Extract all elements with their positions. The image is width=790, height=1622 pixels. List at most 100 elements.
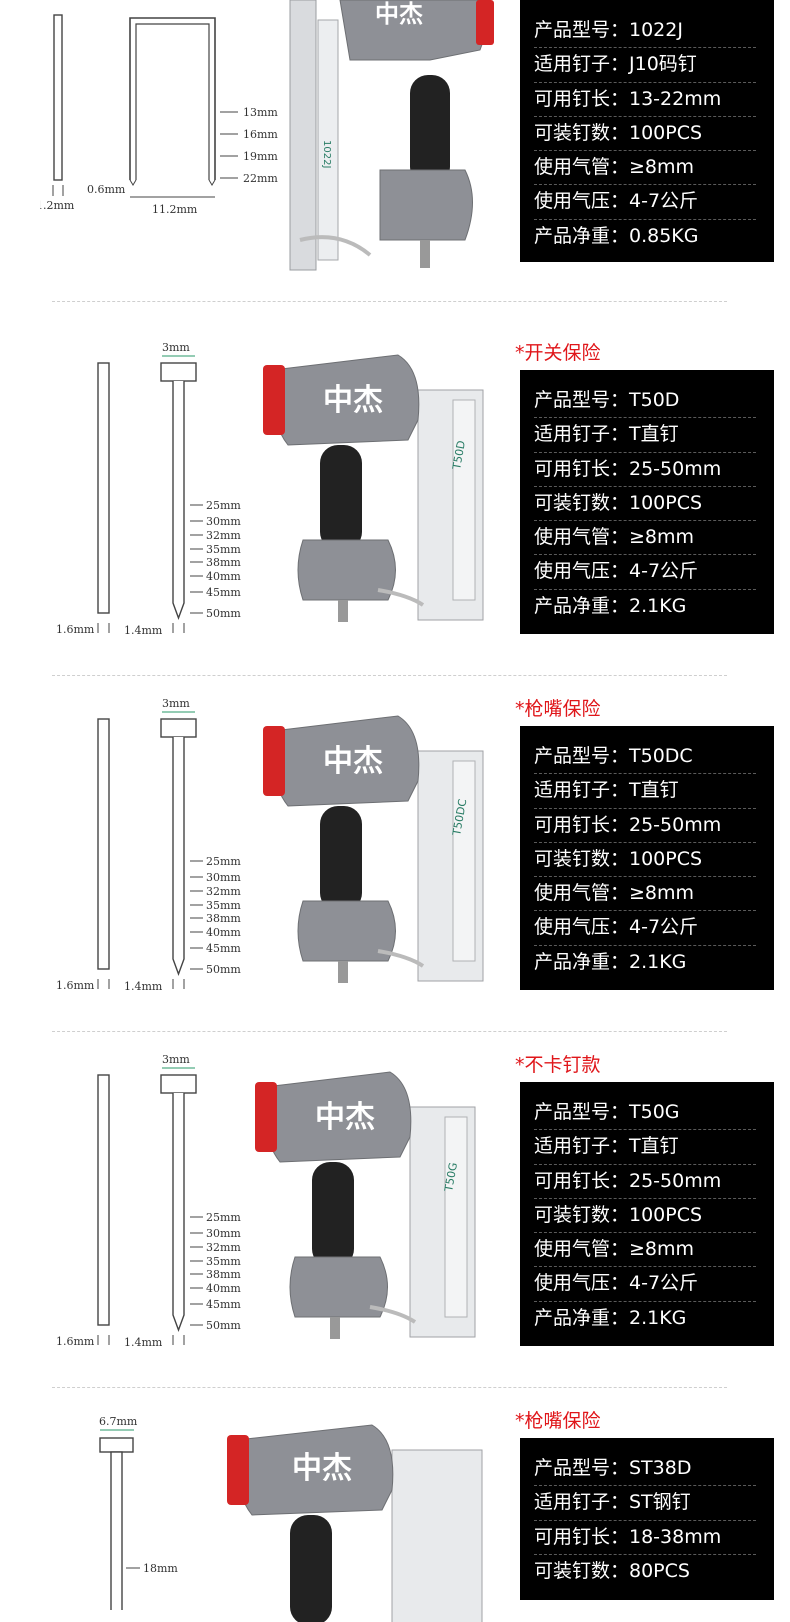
gun-model-marking: 1022J	[321, 140, 332, 168]
staple-length-13: 13mm	[243, 106, 278, 119]
length-32: 32mm	[206, 1241, 241, 1254]
nail-gun-image-t50g: T50G 中杰	[255, 1071, 476, 1339]
nail-shank-label: 1.4mm	[124, 980, 163, 993]
spec-panel-st38d: 产品型号：ST38D 适用钉子：ST钢钉 可用钉长：18-38mm 可装钉数：8…	[520, 1438, 774, 1600]
length-25: 25mm	[206, 499, 241, 512]
nail-shank-label: 1.4mm	[124, 624, 163, 637]
product-section-1022j: 1.2mm 0.6mm 11.2mm 13mm 16mm 19mm 22mm 1…	[0, 0, 790, 302]
spec-model: 产品型号：1022J	[534, 14, 756, 49]
length-30: 30mm	[206, 1227, 241, 1240]
nail-gun-image-st38d: 中杰	[227, 1424, 483, 1622]
staple-thickness-label: 1.2mm	[40, 199, 75, 212]
product-section-t50g: *不卡钉款 1.6mm 3mm 1.4mm 25mm 30mm 32mm 35m…	[0, 1042, 790, 1388]
nail-head-label: 3mm	[162, 1053, 190, 1066]
spec-model: 产品型号：T50G	[534, 1096, 756, 1131]
nail-head-label: 3mm	[162, 341, 190, 354]
spec-model: 产品型号：T50DC	[534, 740, 756, 775]
spec-capacity: 可装钉数：100PCS	[534, 843, 756, 878]
spec-nail-length: 可用钉长：25-50mm	[534, 453, 756, 487]
st-nail-diagram: 6.7mm 18mm	[99, 1415, 178, 1610]
spec-panel-1022j: 产品型号：1022J 适用钉子：J10码钉 可用钉长：13-22mm 可装钉数：…	[520, 0, 774, 262]
nail-gun-image-1022j: 1022J 中杰	[289, 0, 494, 271]
length-25: 25mm	[206, 1211, 241, 1224]
staple-crown-label: 11.2mm	[152, 203, 198, 216]
spec-air-pressure: 使用气压：4-7公斤	[534, 555, 756, 590]
spec-air-hose: 使用气管：≥8mm	[534, 1233, 756, 1268]
spec-air-pressure: 使用气压：4-7公斤	[534, 185, 756, 220]
gun-brand-mark: 中杰	[323, 384, 383, 417]
spec-net-weight: 产品净重：2.1KG	[534, 950, 687, 973]
length-30: 30mm	[206, 515, 241, 528]
spec-panel-t50d: 产品型号：T50D 适用钉子：T直钉 可用钉长：25-50mm 可装钉数：100…	[520, 370, 774, 634]
length-35: 35mm	[206, 543, 241, 556]
spec-capacity: 可装钉数：80PCS	[534, 1559, 690, 1582]
length-32: 32mm	[206, 529, 241, 542]
length-45: 45mm	[206, 586, 241, 599]
spec-air-hose: 使用气管：≥8mm	[534, 151, 756, 186]
nail-side-label: 1.6mm	[56, 979, 95, 992]
spec-panel-t50dc: 产品型号：T50DC 适用钉子：T直钉 可用钉长：25-50mm 可装钉数：10…	[520, 726, 774, 990]
spec-capacity: 可装钉数：100PCS	[534, 1199, 756, 1234]
staple-length-19: 19mm	[243, 150, 278, 163]
t-nail-diagram: 1.6mm 3mm 1.4mm 25mm 30mm 32mm 35mm 38mm…	[56, 697, 241, 993]
spec-nail-length: 可用钉长：13-22mm	[534, 83, 756, 117]
staple-diagram: 1.2mm 0.6mm 11.2mm 13mm 16mm 19mm 22mm	[40, 14, 278, 216]
t-nail-diagram: 1.6mm 3mm 1.4mm 25mm 30mm 32mm 35mm 38mm…	[56, 1053, 241, 1349]
length-30: 30mm	[206, 871, 241, 884]
length-25: 25mm	[206, 855, 241, 868]
spec-panel-t50g: 产品型号：T50G 适用钉子：T直钉 可用钉长：25-50mm 可装钉数：100…	[520, 1082, 774, 1346]
gun-brand-mark: 中杰	[375, 1, 423, 28]
product-section-st38d: *枪嘴保险 6.7mm 18mm 中杰 产品型号：ST38D 适用钉子：ST钢钉…	[0, 1398, 790, 1622]
length-50: 50mm	[206, 607, 241, 620]
nail-side-label: 1.6mm	[56, 1335, 95, 1348]
length-18: 18mm	[143, 1562, 178, 1575]
spec-net-weight: 产品净重：2.1KG	[534, 594, 687, 617]
spec-net-weight: 产品净重：2.1KG	[534, 1306, 687, 1329]
section-divider	[52, 301, 727, 302]
length-35: 35mm	[206, 899, 241, 912]
gun-brand-mark: 中杰	[292, 1452, 352, 1485]
spec-air-hose: 使用气管：≥8mm	[534, 521, 756, 556]
gun-model-marking: T50D	[450, 440, 468, 472]
product-section-t50d: *开关保险 1.6mm 3mm 1.4mm 25mm 30mm 32mm 35m…	[0, 330, 790, 676]
spec-air-pressure: 使用气压：4-7公斤	[534, 911, 756, 946]
length-32: 32mm	[206, 885, 241, 898]
spec-capacity: 可装钉数：100PCS	[534, 117, 756, 152]
length-50: 50mm	[206, 1319, 241, 1332]
section-divider	[52, 1031, 727, 1032]
gun-brand-mark: 中杰	[315, 1101, 375, 1134]
length-38: 38mm	[206, 1268, 241, 1281]
spec-model: 产品型号：ST38D	[534, 1452, 756, 1487]
feature-badge: *开关保险	[515, 342, 601, 364]
section-divider	[52, 675, 727, 676]
feature-badge: *不卡钉款	[515, 1054, 601, 1076]
nail-side-label: 1.6mm	[56, 623, 95, 636]
length-38: 38mm	[206, 912, 241, 925]
nail-length-scale: 25mm 30mm 32mm 35mm 38mm 40mm 45mm 50mm	[190, 855, 241, 976]
nail-length-scale: 25mm 30mm 32mm 35mm 38mm 40mm 45mm 50mm	[190, 499, 241, 620]
nail-gun-image-t50d: T50D 中杰	[263, 354, 484, 622]
spec-nail-length: 可用钉长：25-50mm	[534, 1165, 756, 1199]
spec-nail-type: 适用钉子：ST钢钉	[534, 1486, 756, 1521]
gun-brand-mark: 中杰	[323, 745, 383, 778]
spec-air-hose: 使用气管：≥8mm	[534, 877, 756, 912]
nail-gun-image-t50dc: T50DC 中杰	[263, 715, 484, 983]
spec-nail-type: 适用钉子：T直钉	[534, 1130, 756, 1165]
length-50: 50mm	[206, 963, 241, 976]
spec-nail-length: 可用钉长：18-38mm	[534, 1521, 756, 1555]
spec-nail-type: 适用钉子：T直钉	[534, 418, 756, 453]
nail-head-label: 3mm	[162, 697, 190, 710]
feature-badge: *枪嘴保险	[515, 1410, 601, 1432]
product-section-t50dc: *枪嘴保险 1.6mm 3mm 1.4mm 25mm 30mm 32mm 35m…	[0, 686, 790, 1032]
spec-air-pressure: 使用气压：4-7公斤	[534, 1267, 756, 1302]
length-35: 35mm	[206, 1255, 241, 1268]
length-38: 38mm	[206, 556, 241, 569]
length-40: 40mm	[206, 1282, 241, 1295]
length-45: 45mm	[206, 942, 241, 955]
staple-wire-label: 0.6mm	[87, 183, 126, 196]
t-nail-diagram: 1.6mm 3mm 1.4mm 25mm 30mm 32mm 35mm 38mm…	[56, 341, 241, 637]
spec-nail-length: 可用钉长：25-50mm	[534, 809, 756, 843]
spec-model: 产品型号：T50D	[534, 384, 756, 419]
nail-length-scale: 25mm 30mm 32mm 35mm 38mm 40mm 45mm 50mm	[190, 1211, 241, 1332]
length-40: 40mm	[206, 926, 241, 939]
